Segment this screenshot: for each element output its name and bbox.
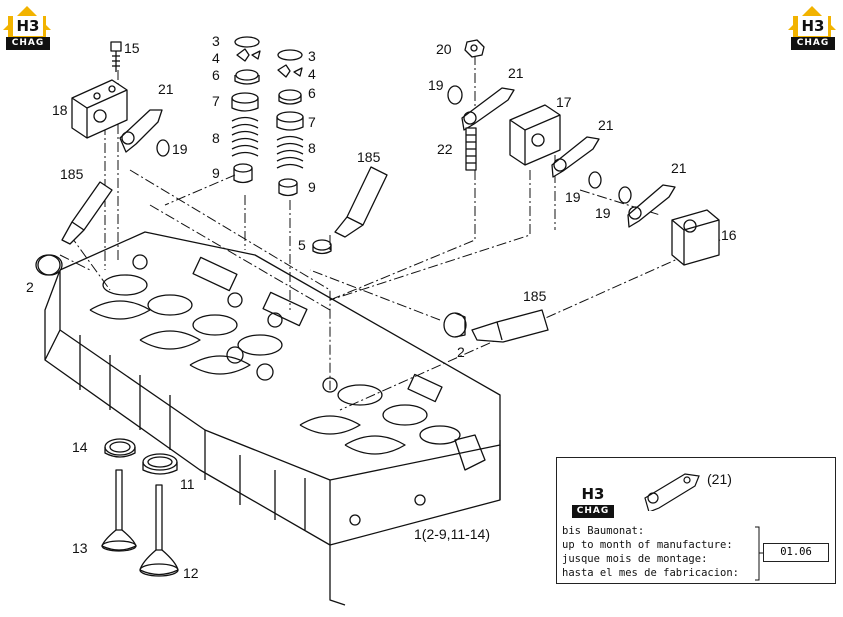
callout-19-middle: 19 — [565, 189, 581, 205]
cylinder-head — [44, 231, 501, 606]
adjusting-screw-22 — [465, 127, 477, 171]
bolt-15 — [110, 41, 122, 72]
callout-21-lower: 21 — [671, 160, 687, 176]
callout-18: 18 — [52, 102, 68, 118]
rocker-bracket-16 — [671, 209, 720, 266]
inset-line-fr: jusque mois de montage: — [562, 553, 708, 565]
callout-4-right: 4 — [308, 66, 316, 82]
callout-4-left: 4 — [212, 50, 220, 66]
manufacture-date-inset: H3 CHAG (21) bis Baumonat: up to month o… — [556, 457, 836, 584]
callout-21-left: 21 — [158, 81, 174, 97]
callout-8-right: 8 — [308, 140, 316, 156]
seal-5 — [312, 239, 332, 255]
plug-2-left — [35, 254, 63, 276]
brand-logo-top-right: H3 CHAG — [788, 4, 838, 52]
callout-9-left: 9 — [212, 165, 220, 181]
callout-2-right: 2 — [457, 344, 465, 360]
valve-spring-stack-right — [276, 49, 304, 197]
valve-13 — [101, 469, 137, 552]
callout-15: 15 — [124, 40, 140, 56]
callout-22: 22 — [437, 141, 453, 157]
callout-7-right: 7 — [308, 114, 316, 130]
callout-2-left: 2 — [26, 279, 34, 295]
logo-name: CHAG — [572, 505, 614, 518]
callout-9-right: 9 — [308, 179, 316, 195]
callout-5: 5 — [298, 237, 306, 253]
callout-11: 11 — [180, 476, 195, 492]
sealant-tube-185-right — [471, 309, 549, 343]
callout-21-top: 21 — [508, 65, 524, 81]
ring-19-c — [618, 186, 632, 204]
inset-line-en: up to month of manufacture: — [562, 539, 733, 551]
ring-19-a — [447, 85, 463, 105]
rocker-bracket-17 — [509, 104, 561, 166]
logo-mark: H3 — [798, 16, 828, 36]
callout-20: 20 — [436, 41, 452, 57]
callout-3-left: 3 — [212, 33, 220, 49]
logo-mark: H3 — [578, 484, 608, 504]
valve-spring-stack-left — [231, 36, 261, 184]
logo-mark: H3 — [13, 16, 43, 36]
callout-19-left: 19 — [172, 141, 188, 157]
callout-13: 13 — [72, 540, 88, 556]
callout-16: 16 — [721, 227, 737, 243]
callout-21-middle: 21 — [598, 117, 614, 133]
rocker-arm-21-a — [461, 87, 515, 131]
brand-logo-inset: H3 CHAG — [569, 472, 617, 520]
inset-line-es: hasta el mes de fabricacion: — [562, 567, 740, 579]
valve-seat-14 — [104, 438, 136, 458]
rocker-arm-21-inset — [644, 473, 700, 511]
sealant-tube-185-middle — [334, 166, 388, 238]
callout-17: 17 — [556, 94, 572, 110]
valve-12 — [139, 484, 179, 577]
rocker-bracket-18 — [71, 79, 128, 139]
logo-name: CHAG — [6, 37, 50, 50]
sealant-tube-185-left — [61, 181, 113, 245]
callout-1-assembly: 1(2-9,11-14) — [414, 526, 491, 542]
callout-185-left: 185 — [60, 166, 84, 182]
callout-6-right: 6 — [308, 85, 316, 101]
callout-12: 12 — [183, 565, 199, 581]
ring-19-b — [588, 171, 602, 189]
inset-part-ref: (21) — [707, 471, 732, 487]
inset-line-de: bis Baumonat: — [562, 525, 645, 537]
valve-seat-11 — [142, 453, 178, 475]
callout-185-middle: 185 — [357, 149, 381, 165]
callout-14: 14 — [72, 439, 88, 455]
callout-3-right: 3 — [308, 48, 316, 64]
callout-185-right: 185 — [523, 288, 547, 304]
callout-7-left: 7 — [212, 93, 220, 109]
brand-logo-top-left: H3 CHAG — [3, 4, 53, 52]
plug-2-right — [443, 312, 467, 338]
callout-19-lower: 19 — [595, 205, 611, 221]
rocker-arm-21-left — [119, 109, 170, 157]
callout-19-top: 19 — [428, 77, 444, 93]
rocker-arm-21-c — [627, 184, 676, 228]
callout-6-left: 6 — [212, 67, 220, 83]
rocker-arm-21-b — [551, 136, 600, 178]
callout-8-left: 8 — [212, 130, 220, 146]
logo-name: CHAG — [791, 37, 835, 50]
nut-20 — [464, 39, 485, 58]
inset-date-box: 01.06 — [763, 543, 829, 562]
